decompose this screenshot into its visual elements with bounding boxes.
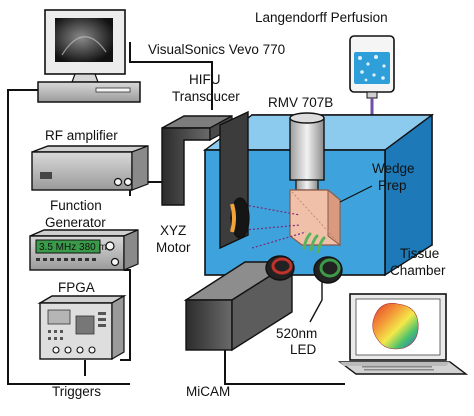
rmv-camera xyxy=(289,112,325,191)
visualsonics-computer xyxy=(37,9,141,103)
ultrasound-screen xyxy=(55,18,113,62)
wire-fpga-to-generator xyxy=(120,269,131,361)
fluorescence-glow xyxy=(302,232,326,254)
micam-lens xyxy=(265,255,295,281)
wedge-label-line1: Wedge xyxy=(372,161,415,176)
activation-map xyxy=(372,303,419,350)
langendorff-label: Langendorff Perfusion xyxy=(255,10,388,25)
fpga-label: FPGA xyxy=(58,280,95,295)
fpga-board xyxy=(37,294,127,361)
computer-base xyxy=(37,81,141,103)
wire-computer-to-transducer xyxy=(129,42,213,110)
rf-amplifier xyxy=(31,145,149,191)
drive-slot xyxy=(95,87,131,93)
rmv-label: RMV 707B xyxy=(268,95,333,110)
perfusion-fluid xyxy=(354,52,390,84)
led-label-line1: 520nm xyxy=(276,326,317,341)
laptop xyxy=(337,293,469,375)
generator-display-text: 3.5 MHz 380 mV xyxy=(39,242,114,253)
visualsonics-label: VisualSonics Vevo 770 xyxy=(148,42,285,57)
function-label-line2: Generator xyxy=(45,215,106,230)
triggers-label: Triggers xyxy=(52,384,101,399)
led-light xyxy=(309,256,343,323)
wire-computer-left-loop xyxy=(7,89,130,385)
function-generator: 3.5 MHz 380 mV xyxy=(29,229,139,271)
transducer-face xyxy=(230,197,250,239)
generator-display xyxy=(35,239,101,254)
wire-micam-to-laptop xyxy=(224,345,345,385)
xyz-label-line2: Motor xyxy=(156,240,191,255)
hifu-beam xyxy=(244,204,307,249)
led-label-line2: LED xyxy=(290,342,317,357)
hifu-label-line1: HIFU xyxy=(189,72,221,87)
tissue-chamber-label-line1: Tissue xyxy=(400,246,439,261)
hifu-label-line2: Transducer xyxy=(172,89,240,104)
tissue-chamber-label-line2: Chamber xyxy=(390,263,446,278)
wedge-prep xyxy=(289,188,341,246)
wedge-label-line2: Prep xyxy=(378,178,407,193)
hifu-transducer xyxy=(219,110,250,250)
monitor-stand xyxy=(71,73,99,83)
micam-label: MiCAM xyxy=(186,384,230,399)
xyz-label-line1: XYZ xyxy=(160,223,186,238)
connection-wires xyxy=(7,42,345,385)
rf-amplifier-label: RF amplifier xyxy=(45,128,118,143)
function-label-line1: Function xyxy=(50,198,102,213)
